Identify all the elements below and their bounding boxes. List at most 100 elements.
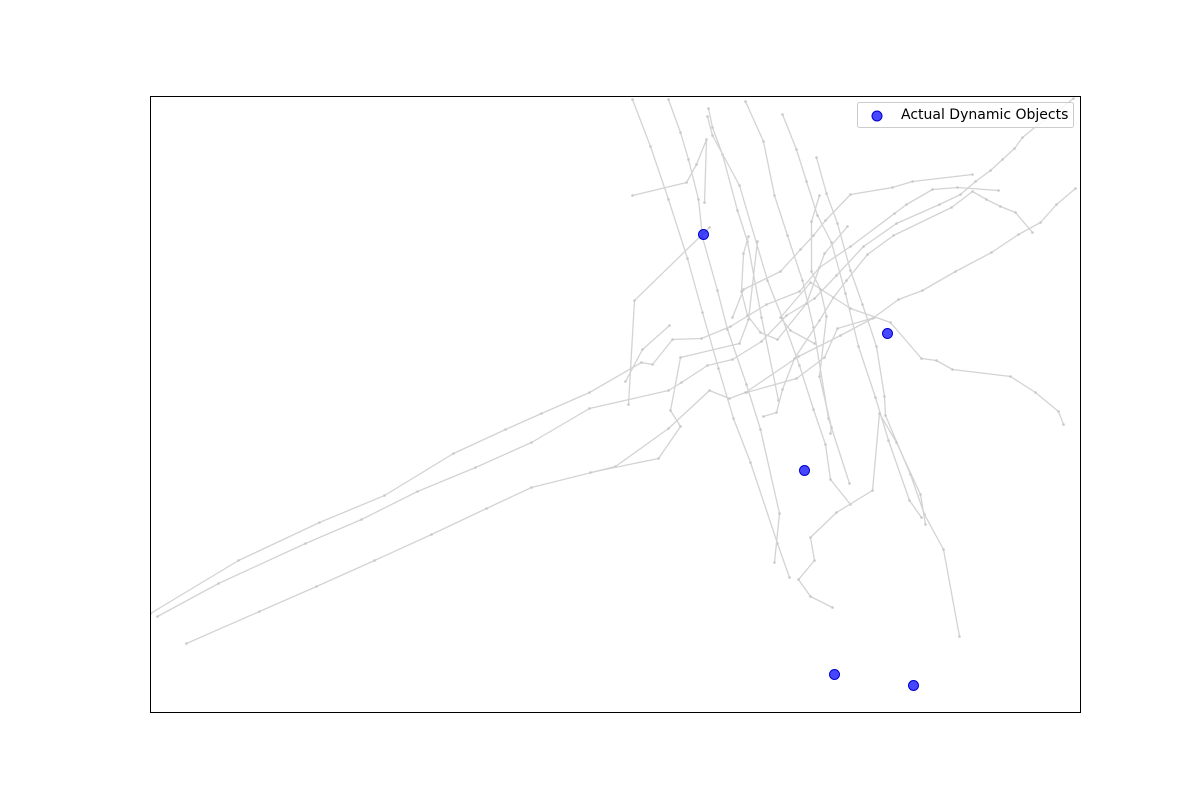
lane-node bbox=[845, 279, 848, 282]
lane-node bbox=[1017, 233, 1020, 236]
lane-node bbox=[667, 98, 670, 101]
lane-node bbox=[701, 311, 704, 314]
lane-map bbox=[150, 97, 1077, 645]
lane-node bbox=[746, 314, 749, 317]
lane-node bbox=[825, 192, 828, 195]
lane-node bbox=[836, 327, 839, 330]
lane-node bbox=[805, 302, 808, 305]
lane-node bbox=[920, 516, 923, 519]
lane-node bbox=[651, 363, 654, 366]
lane-node bbox=[731, 358, 734, 361]
lane-node bbox=[667, 389, 670, 392]
lane-node bbox=[640, 361, 643, 364]
lane-node bbox=[861, 303, 864, 306]
lane-node bbox=[641, 348, 644, 351]
lane-node bbox=[717, 367, 720, 370]
lane-node bbox=[700, 337, 703, 340]
lane-node bbox=[823, 252, 826, 255]
lane-node bbox=[707, 107, 710, 110]
lane-node bbox=[849, 245, 852, 248]
lane-node bbox=[530, 441, 533, 444]
lane-line bbox=[815, 157, 961, 637]
lane-node bbox=[801, 279, 804, 282]
lane-node bbox=[818, 319, 821, 322]
lane-node bbox=[829, 432, 832, 435]
lane-node bbox=[816, 214, 819, 217]
lane-node bbox=[813, 297, 816, 300]
lane-node bbox=[895, 222, 898, 225]
lane-node bbox=[649, 145, 652, 148]
lane-node bbox=[857, 345, 860, 348]
plot-area bbox=[150, 96, 1081, 713]
lane-node bbox=[818, 194, 821, 197]
lane-node bbox=[416, 490, 419, 493]
lane-node bbox=[897, 298, 900, 301]
lane-node bbox=[883, 395, 886, 398]
lane-node bbox=[217, 582, 220, 585]
lane-line bbox=[731, 173, 973, 318]
lane-node bbox=[871, 489, 874, 492]
lane-node bbox=[633, 299, 636, 302]
lane-node bbox=[708, 389, 711, 392]
lane-node bbox=[786, 234, 789, 237]
lane-node bbox=[931, 188, 934, 191]
lane-node bbox=[711, 126, 714, 129]
lane-node bbox=[815, 156, 818, 159]
lane-node bbox=[836, 222, 839, 225]
lane-node bbox=[781, 113, 784, 116]
lane-node bbox=[830, 241, 833, 244]
lane-node bbox=[956, 186, 959, 189]
lane-node bbox=[679, 131, 682, 134]
lane-node bbox=[889, 321, 892, 324]
legend-label: Actual Dynamic Objects bbox=[901, 107, 1068, 123]
lane-node bbox=[540, 412, 543, 415]
dynamic-object-point bbox=[799, 465, 810, 476]
lane-node bbox=[731, 316, 734, 319]
lane-node bbox=[745, 391, 748, 394]
lane-node bbox=[760, 316, 763, 319]
lane-node bbox=[835, 511, 838, 514]
lane-node bbox=[887, 439, 890, 442]
lane-node bbox=[756, 240, 759, 243]
lane-node bbox=[823, 356, 826, 359]
lane-node bbox=[668, 324, 671, 327]
lane-node bbox=[824, 219, 827, 222]
lane-node bbox=[799, 248, 802, 251]
lane-node bbox=[797, 578, 800, 581]
lane-node bbox=[810, 270, 813, 273]
lane-node bbox=[760, 340, 763, 343]
lane-node bbox=[530, 486, 533, 489]
lane-node bbox=[1055, 203, 1058, 206]
lane-node bbox=[844, 292, 847, 295]
lane-node bbox=[958, 635, 961, 638]
lane-node bbox=[679, 425, 682, 428]
lane-node bbox=[825, 315, 828, 318]
lane-line bbox=[590, 241, 759, 474]
lane-line bbox=[157, 97, 1074, 618]
lane-line bbox=[810, 195, 833, 434]
lane-node bbox=[878, 412, 881, 415]
lane-node bbox=[1009, 375, 1012, 378]
lane-node bbox=[812, 408, 815, 411]
lane-node bbox=[798, 364, 801, 367]
lane-node bbox=[775, 411, 778, 414]
dynamic-object-point bbox=[908, 680, 919, 691]
lane-node bbox=[360, 518, 363, 521]
lane-node bbox=[588, 407, 591, 410]
lane-node bbox=[805, 180, 808, 183]
lane-node bbox=[747, 235, 750, 238]
lane-line bbox=[150, 186, 999, 615]
lane-node bbox=[778, 512, 781, 515]
lane-node bbox=[1074, 187, 1077, 190]
lane-node bbox=[824, 443, 827, 446]
lane-node bbox=[430, 533, 433, 536]
legend-marker bbox=[871, 110, 883, 122]
lane-node bbox=[732, 417, 735, 420]
lane-node bbox=[373, 559, 376, 562]
lane-node bbox=[938, 203, 941, 206]
lane-node bbox=[452, 452, 455, 455]
lane-node bbox=[985, 198, 988, 201]
lane-node bbox=[304, 542, 307, 545]
lane-node bbox=[905, 203, 908, 206]
lane-node bbox=[875, 345, 878, 348]
